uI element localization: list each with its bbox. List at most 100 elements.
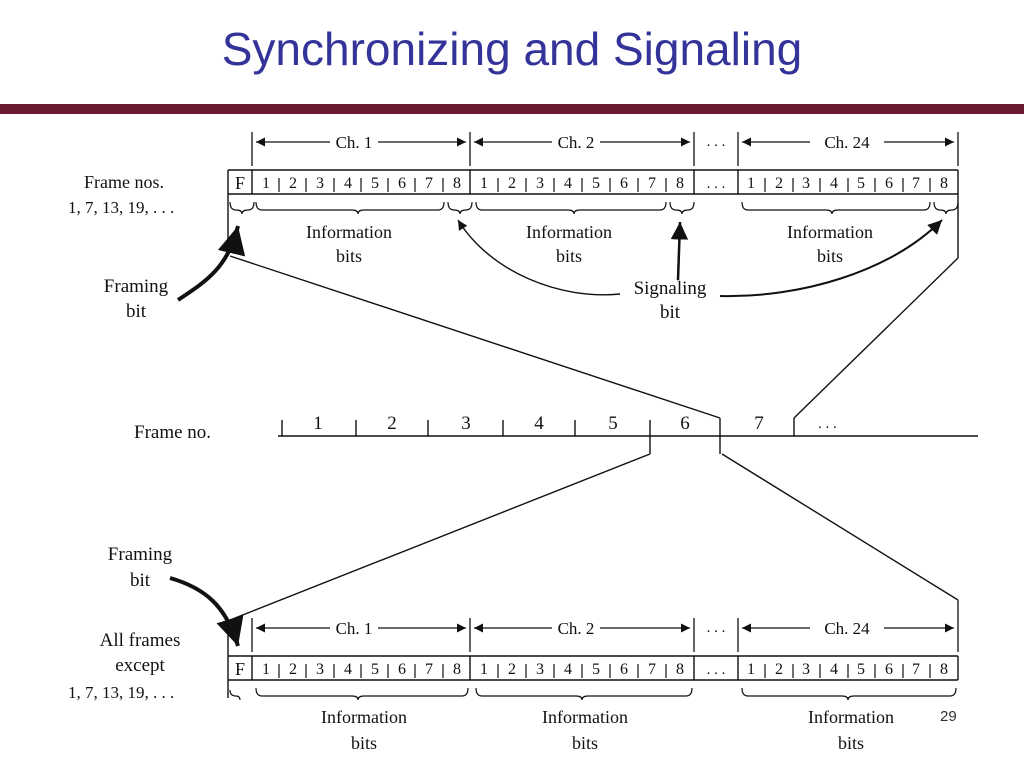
- info-bits-label: Information: [542, 707, 628, 727]
- expansion-lines: [229, 194, 959, 621]
- bit-label: 4: [830, 661, 838, 678]
- top-ch1-bits: [278, 178, 444, 192]
- bit-label: 4: [564, 175, 572, 192]
- signaling-arrow-left: [457, 219, 621, 296]
- bit-label: 8: [940, 661, 948, 678]
- info-bits-label: bits: [572, 733, 598, 753]
- top-row-label-line2: 1, 7, 13, 19, . . .: [68, 198, 174, 217]
- top-row-label-line1: Frame nos.: [84, 172, 164, 192]
- signaling-arrow-up: [670, 221, 689, 281]
- top-frame-row: [227, 169, 959, 256]
- bit-label: 4: [344, 661, 352, 678]
- bottom-bit-labels-ch1: 1 2 3 4 5 6 7 8: [262, 661, 461, 678]
- bit-label: 3: [536, 661, 544, 678]
- bottom-info-bits-labels: Information bits Information bits Inform…: [321, 707, 894, 753]
- top-info-braces: [229, 201, 959, 215]
- bit-label: 7: [648, 175, 656, 192]
- bottom-framing-bit-arrow: [169, 576, 244, 647]
- frame-number: 1: [313, 413, 323, 434]
- bit-label: 3: [802, 175, 810, 192]
- slide-title: Synchronizing and Signaling: [221, 23, 803, 75]
- info-bits-label: bits: [817, 246, 843, 266]
- bit-label: 3: [536, 175, 544, 192]
- frame-number: 7: [754, 413, 764, 434]
- bit-label: 8: [453, 175, 461, 192]
- bit-label: 6: [620, 661, 628, 678]
- top-bit-labels-ch2: 1 2 3 4 5 6 7 8: [480, 175, 684, 192]
- top-framing-cell: F: [235, 173, 245, 193]
- bottom-framing-cell: F: [235, 659, 245, 679]
- frame-number: 4: [534, 413, 544, 434]
- bit-label: 6: [398, 661, 406, 678]
- frame-sequence: Frame no. 1 2 3 4 5 6 7 . . .: [134, 413, 978, 454]
- top-ch2-bits: [497, 178, 667, 192]
- info-bits-label: Information: [306, 222, 392, 242]
- bit-label: 6: [620, 175, 628, 192]
- top-signaling-bit-label-2: bit: [660, 302, 681, 323]
- bottom-ch24-label: Ch. 24: [824, 619, 870, 638]
- top-header-ellipsis: . . .: [707, 134, 726, 150]
- frame-number: 2: [387, 413, 397, 434]
- info-bits-label: Information: [526, 222, 612, 242]
- info-bits-label: Information: [787, 222, 873, 242]
- bit-label: 1: [262, 661, 270, 678]
- frame-number: 6: [680, 413, 690, 434]
- info-bits-label: bits: [556, 246, 582, 266]
- top-framing-bit-label-1: Framing: [104, 276, 169, 297]
- bit-label: 8: [453, 661, 461, 678]
- page-number: 29: [940, 708, 957, 725]
- signaling-arrow-right: [719, 219, 943, 298]
- bit-label: 7: [425, 661, 433, 678]
- frame-numbers: 1 2 3 4 5 6 7: [313, 413, 764, 434]
- frame-number: 3: [461, 413, 471, 434]
- bit-label: 5: [371, 661, 379, 678]
- bit-label: 7: [912, 661, 920, 678]
- bit-label: 3: [316, 661, 324, 678]
- bit-label: 4: [830, 175, 838, 192]
- bit-label: 5: [592, 175, 600, 192]
- bit-label: 2: [289, 661, 297, 678]
- bit-label: 5: [857, 175, 865, 192]
- top-framing-bit-label-2: bit: [126, 301, 147, 322]
- bit-label: 5: [371, 175, 379, 192]
- bottom-framing-bit-label-1: Framing: [108, 544, 173, 565]
- bottom-frame: Framing bit Ch. 1 Ch. 2 Ch. 24 . . .: [68, 544, 959, 753]
- bit-label: 1: [747, 661, 755, 678]
- bottom-framing-bit-label-2: bit: [130, 570, 151, 591]
- bottom-bit-labels-ch24: 1 2 3 4 5 6 7 8: [747, 661, 948, 678]
- bit-label: 8: [676, 661, 684, 678]
- bit-label: 2: [775, 661, 783, 678]
- bit-label: 2: [775, 175, 783, 192]
- bit-label: 8: [940, 175, 948, 192]
- bit-label: 8: [676, 175, 684, 192]
- bit-label: 6: [885, 661, 893, 678]
- info-bits-label: Information: [808, 707, 894, 727]
- frame-sequence-axis: [278, 418, 978, 454]
- bit-label: 1: [262, 175, 270, 192]
- top-info-bits-labels: Information bits Information bits Inform…: [306, 222, 873, 266]
- bit-label: 5: [592, 661, 600, 678]
- bit-label: 3: [802, 661, 810, 678]
- bottom-row-label-line1: All frames: [100, 630, 181, 651]
- bottom-channel-header: [251, 600, 959, 652]
- frame-number: 5: [608, 413, 618, 434]
- bit-label: 3: [316, 175, 324, 192]
- info-bits-label: Information: [321, 707, 407, 727]
- bit-label: 7: [648, 661, 656, 678]
- bit-label: 7: [912, 175, 920, 192]
- bit-label: 1: [747, 175, 755, 192]
- top-frame: Ch. 1 Ch. 2 Ch. 24 . . . F: [68, 132, 959, 323]
- top-ch24-label: Ch. 24: [824, 133, 870, 152]
- bottom-bit-labels-ch2: 1 2 3 4 5 6 7 8: [480, 661, 684, 678]
- bottom-row-label-line3: 1, 7, 13, 19, . . .: [68, 683, 174, 702]
- frame-sequence-label: Frame no.: [134, 422, 211, 443]
- bottom-ch2-label: Ch. 2: [558, 619, 595, 638]
- bottom-row-ellipsis: . . .: [707, 662, 726, 678]
- top-channel-header: [251, 132, 959, 166]
- bit-label: 1: [480, 175, 488, 192]
- bottom-row-label-line2: except: [115, 655, 165, 676]
- top-row-ellipsis: . . .: [707, 176, 726, 192]
- bit-label: 7: [425, 175, 433, 192]
- top-ch24-bits: [764, 178, 931, 192]
